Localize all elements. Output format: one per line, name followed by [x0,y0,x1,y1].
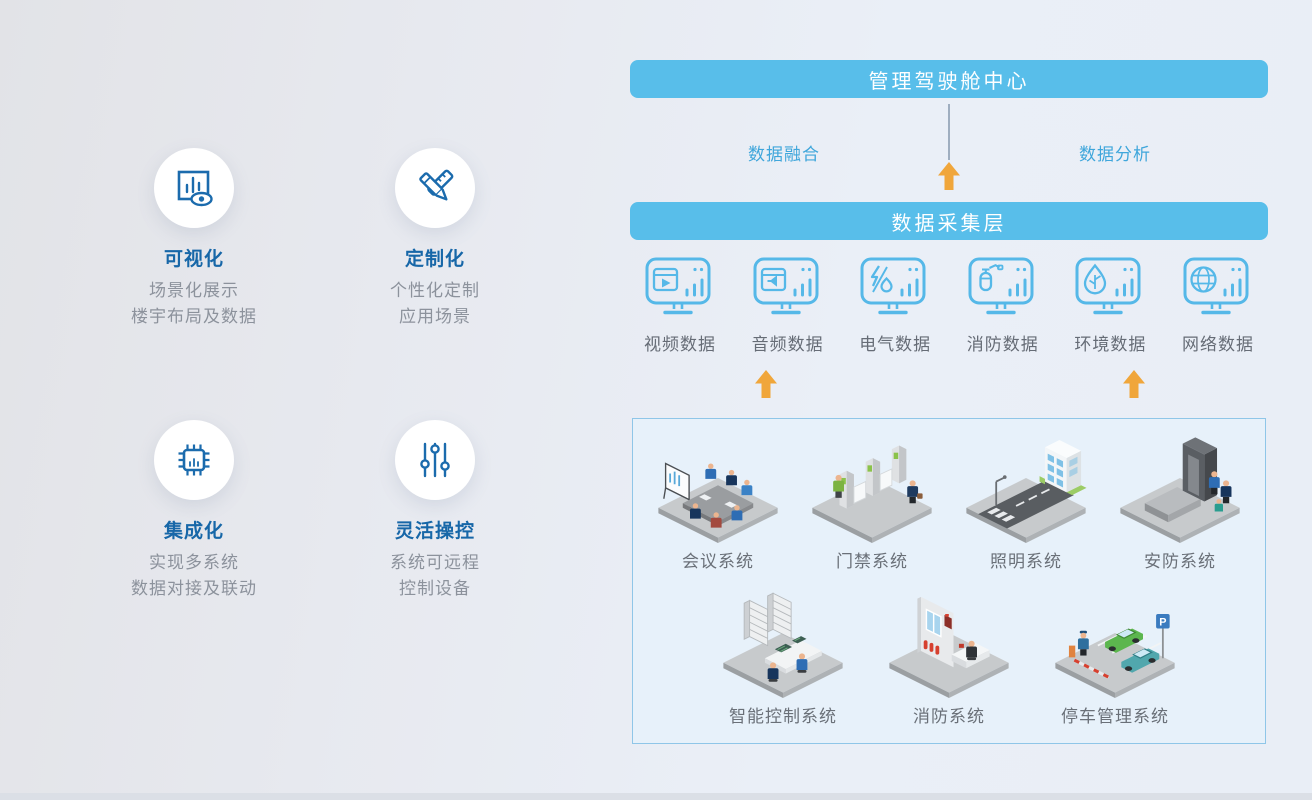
fire-extinguisher-monitor-icon [968,257,1034,315]
system-conference: 会议系统 [643,431,793,572]
cpu-chip-icon [178,444,210,476]
feature-description: 系统可远程 控制设备 [390,553,480,598]
security-gate-illustration [1120,437,1240,543]
vertical-connector-line [948,104,950,160]
fire-room-illustration [889,596,1009,698]
subsystems-row-1: 会议系统 [633,419,1265,572]
system-intelligent-control: 智能控制系统 [708,586,858,727]
cockpit-center-bar: 管理驾驶舱中心 [630,60,1268,98]
architecture-diagram: 管理驾驶舱中心 数据融合 数据分析 数据采集层 [630,0,1268,800]
data-type-fire: 消防数据 [953,256,1053,355]
feature-customization: 定制化 个性化定制 应用场景 [325,148,545,330]
data-analysis-label: 数据分析 [1079,145,1151,164]
data-type-label: 环境数据 [1074,335,1147,354]
data-type-electric: 电气数据 [845,256,945,355]
data-type-label: 音频数据 [751,335,824,354]
feature-title: 集成化 [163,521,224,542]
bottom-edge-strip [0,793,1312,800]
system-label: 会议系统 [682,552,754,571]
data-type-network: 网络数据 [1168,256,1268,355]
data-type-label: 视频数据 [644,335,716,354]
data-type-label: 网络数据 [1181,335,1254,354]
feature-icon-circle [395,148,475,228]
system-label: 安防系统 [1144,552,1216,571]
feature-description: 实现多系统 数据对接及联动 [131,553,257,598]
system-access-control: 门禁系统 [797,431,947,572]
system-label: 停车管理系统 [1061,707,1169,726]
system-fire-protection: 消防系统 [874,586,1024,727]
feature-visualization: 可视化 场景化展示 楼宇布局及数据 [84,148,304,330]
data-collection-bar: 数据采集层 [630,202,1268,240]
subsystems-box: 会议系统 [632,418,1266,744]
access-gate-illustration [812,445,932,543]
feature-icon-circle [154,148,234,228]
feature-title: 可视化 [163,249,224,270]
environment-monitor-icon [1075,257,1141,315]
pencil-ruler-icon [419,169,454,201]
up-arrow-icon [1123,370,1145,398]
control-room-illustration [723,592,843,698]
data-fusion-label: 数据融合 [748,145,820,164]
sliders-icon [420,442,450,478]
up-arrow-icon [755,370,777,398]
feature-title: 灵活操控 [394,521,475,542]
electric-monitor-icon [860,257,926,315]
parking-lot-illustration: P [1055,614,1175,698]
lighting-system-illustration [966,440,1087,543]
system-label: 消防系统 [913,707,985,726]
data-type-row: 视频数据 音频数据 [630,256,1268,355]
feature-description: 个性化定制 应用场景 [390,281,480,326]
system-parking: P 停车管理系统 [1040,586,1190,727]
conference-system-illustration [658,462,778,543]
network-monitor-icon [1183,257,1249,315]
system-label: 门禁系统 [836,552,908,571]
system-security: 安防系统 [1105,431,1255,572]
system-lighting: 照明系统 [951,431,1101,572]
feature-icon-circle [154,420,234,500]
feature-icon-circle [395,420,475,500]
up-arrow-icon [938,162,960,190]
feature-flexible-control: 灵活操控 系统可远程 控制设备 [325,420,545,602]
feature-title: 定制化 [404,249,465,270]
video-monitor-icon [645,257,711,315]
feature-integration: 集成化 实现多系统 数据对接及联动 [84,420,304,602]
audio-monitor-icon [753,257,819,315]
data-type-audio: 音频数据 [738,256,838,355]
data-type-environment: 环境数据 [1060,256,1160,355]
system-label: 照明系统 [990,552,1062,571]
svg-text:P: P [1159,616,1166,628]
subsystems-row-2: 智能控制系统 [633,586,1265,727]
data-type-label: 电气数据 [859,335,932,354]
visualization-eye-icon [177,170,213,207]
data-type-label: 消防数据 [966,335,1039,354]
feature-description: 场景化展示 楼宇布局及数据 [131,281,257,326]
system-label: 智能控制系统 [729,707,837,726]
data-type-video: 视频数据 [630,256,730,355]
